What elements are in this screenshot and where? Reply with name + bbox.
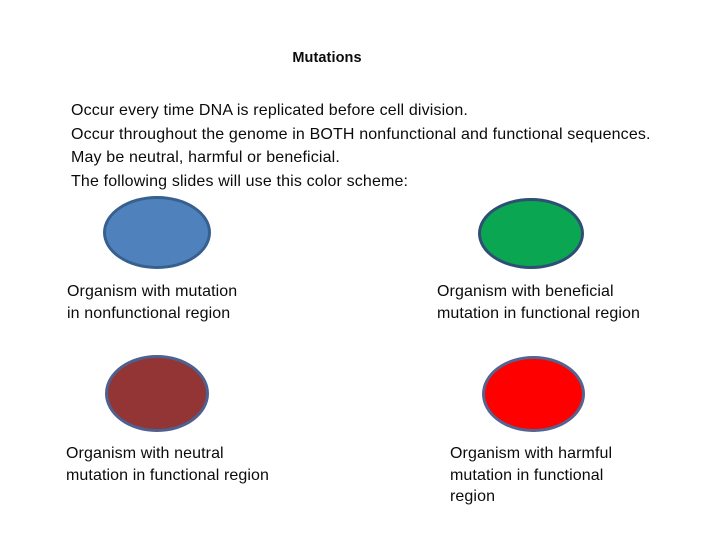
label-line: Organism with neutral: [66, 445, 224, 462]
green-ellipse-beneficial-mutation: [478, 198, 584, 269]
label-line: in nonfunctional region: [67, 304, 231, 322]
body-line-2: Occur throughout the genome in BOTH nonf…: [71, 125, 651, 143]
label-harmful-mutation: Organism with harmful mutation in functi…: [450, 443, 612, 508]
label-line: mutation in functional region: [437, 304, 641, 322]
label-beneficial-mutation: Organism with beneficial mutation in fun…: [437, 281, 640, 324]
label-line: Organism with harmful: [450, 445, 613, 462]
label-line: Organism with mutation: [67, 283, 238, 300]
slide-title: Mutations: [292, 50, 362, 66]
label-mutation-nonfunctional: Organism with mutation in nonfunctional …: [67, 281, 237, 324]
label-line: region: [450, 488, 496, 506]
label-line: mutation in functional: [450, 466, 604, 484]
blue-ellipse-mutation-nonfunctional: [103, 196, 211, 269]
label-neutral-mutation: Organism with neutral mutation in functi…: [66, 443, 269, 486]
label-line: Organism with beneficial: [437, 283, 614, 300]
body-line-1: Occur every time DNA is replicated befor…: [71, 102, 468, 119]
maroon-ellipse-neutral-mutation: [105, 355, 209, 432]
label-line: mutation in functional region: [66, 466, 270, 484]
slide-body-text: Occur every time DNA is replicated befor…: [71, 99, 701, 193]
body-line-3: May be neutral, harmful or beneficial.: [71, 149, 340, 166]
red-ellipse-harmful-mutation: [482, 356, 585, 432]
body-line-4: The following slides will use this color…: [71, 172, 409, 190]
